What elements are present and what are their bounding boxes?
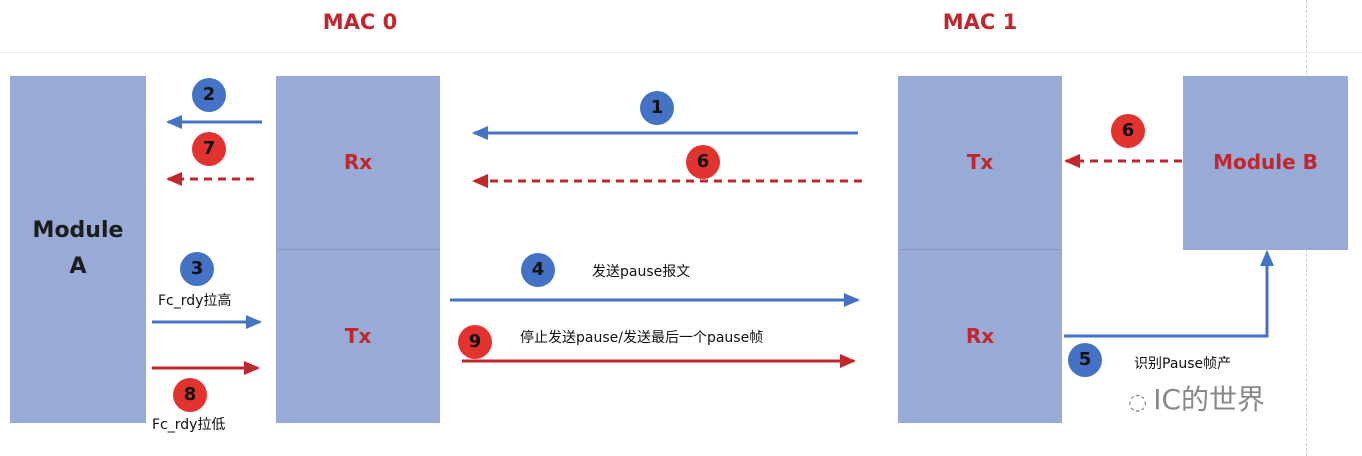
step-3-badge: 3 bbox=[180, 252, 214, 286]
send-pause-label: 发送pause报文 bbox=[592, 264, 691, 280]
module-a-label-line1: Module bbox=[32, 218, 124, 243]
module-b-label: Module B bbox=[1213, 150, 1318, 174]
fc-rdy-low-label: Fc_rdy拉低 bbox=[152, 417, 226, 433]
step-6-badge-moduleb: 6 bbox=[1111, 114, 1145, 148]
wechat-icon: ◌ bbox=[1128, 390, 1148, 415]
stop-pause-label: 停止发送pause/发送最后一个pause帧 bbox=[520, 330, 764, 346]
mac0-tx-box: Tx bbox=[276, 250, 440, 423]
module-b-box: Module B bbox=[1183, 76, 1348, 250]
step-1-badge: 1 bbox=[640, 91, 674, 125]
header-rule bbox=[0, 52, 1362, 53]
mac1-tx-label: Tx bbox=[966, 150, 994, 174]
arrow-step5 bbox=[1064, 250, 1274, 338]
mac0-rx-label: Rx bbox=[343, 150, 373, 174]
mac0-title: MAC 0 bbox=[322, 10, 398, 34]
fc-rdy-high-label: Fc_rdy拉高 bbox=[158, 293, 232, 309]
step-4-badge: 4 bbox=[521, 253, 555, 287]
mac0-rx-box: Rx bbox=[276, 76, 440, 250]
mac1-rx-label: Rx bbox=[965, 324, 995, 348]
mac1-tx-box: Tx bbox=[898, 76, 1062, 250]
step-2-badge: 2 bbox=[192, 78, 226, 112]
step-5-badge: 5 bbox=[1068, 343, 1102, 377]
watermark: ◌IC的世界 bbox=[1128, 378, 1265, 418]
step-7-badge: 7 bbox=[192, 132, 226, 166]
mac0-tx-label: Tx bbox=[344, 324, 372, 348]
module-a-label-line2: A bbox=[69, 254, 87, 279]
step-6-badge-mac: 6 bbox=[686, 145, 720, 179]
step-8-badge: 8 bbox=[173, 378, 207, 412]
mac1-rx-box: Rx bbox=[898, 250, 1062, 423]
module-a-box: Module A bbox=[10, 76, 146, 423]
mac1-title: MAC 1 bbox=[942, 10, 1018, 34]
detect-pause-label: 识别Pause帧产 bbox=[1134, 356, 1232, 372]
step-9-badge: 9 bbox=[458, 325, 492, 359]
watermark-text: IC的世界 bbox=[1153, 383, 1266, 416]
